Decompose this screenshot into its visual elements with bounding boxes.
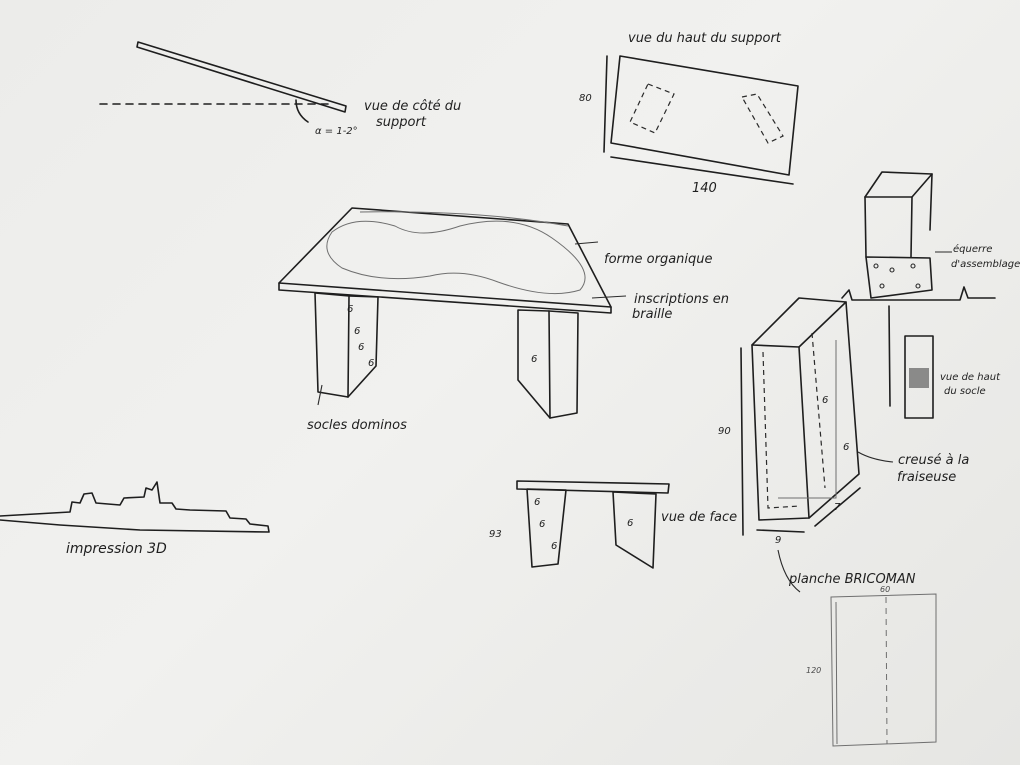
plank-height: 120 [806,666,821,675]
tabletop-edge [278,282,612,314]
plank-label: planche BRICOMAN [788,572,916,587]
domino-mark: 6 [627,518,633,529]
base-top-view-sketch: vue de haut du socle [904,335,1001,419]
domino-mark: 6 [368,358,374,369]
tabletop-pencil-shading [359,211,569,227]
base-depth: 7 [834,502,841,513]
domino-mark: 6 [354,326,360,337]
plank-width: 60 [880,585,890,594]
milling-label-1: creusé à la [898,453,969,468]
base-top-hatch [909,368,929,388]
base-top-label-1: vue de haut [940,372,1001,383]
base-block-top [751,297,847,348]
base-width: 9 [775,535,781,546]
left-base-face [347,295,379,398]
base-top-label-2: du socle [944,386,986,397]
bracket-ground-line [841,286,996,301]
base-depth-dimension [814,487,861,527]
bracket-box-sides [864,196,913,258]
table-sketch: 6 6 6 6 6 forme organique inscriptions e… [278,207,729,433]
base-axis-line [888,305,891,407]
top-view-sketch: vue du haut du support 80 140 [579,31,799,196]
domino-mark: 6 [358,342,364,353]
base-block-hidden-front [762,351,801,509]
domino-mark: 6 [843,442,849,453]
bracket-box-top [864,171,933,231]
base-block-side [808,301,860,519]
top-view-title: vue du haut du support [628,31,782,46]
domino-mark: 6 [531,354,537,365]
inclined-board [136,41,347,113]
side-view-label-2: support [376,115,427,130]
braille-leader [591,295,627,299]
bracket-plate [865,256,933,299]
top-view-slot-left [629,83,675,134]
front-view-label: vue de face [661,510,737,525]
bases-leader [317,384,323,406]
front-view-top [516,480,670,494]
plank-leader [777,549,801,593]
skyline-label: impression 3D [66,541,167,557]
plank-inner-edge [835,601,838,745]
base-block-front [751,344,810,521]
skyline-outline [0,481,270,533]
domino-mark: 6 [551,541,557,552]
tabletop [278,207,612,308]
domino-mark: 6 [822,395,828,406]
base-block-hidden-inner [811,332,826,489]
height-dimension-line [603,55,608,153]
plank-outline [830,593,937,747]
base-height-dimension [740,347,744,536]
base-height: 90 [718,426,731,437]
base-width-dimension [756,529,805,533]
front-view-right-base [612,491,657,569]
braille-label-2: braille [632,307,672,322]
base-block-pencil [778,340,837,499]
plank-cut-line [885,596,888,745]
top-view-height: 80 [579,93,592,104]
angle-label: α = 1-2° [315,126,358,137]
angle-arc [295,99,309,123]
organic-shape [326,220,586,295]
left-base-side [314,292,350,398]
right-base-face [548,310,579,419]
domino-mark: 6 [347,304,353,315]
bracket-box-edge [864,173,933,198]
bracket-hole [910,263,916,269]
front-view-left-base [526,488,567,568]
top-view-width: 140 [692,181,717,196]
side-view-label-1: vue de côté du [364,99,461,114]
top-view-rectangle [610,55,799,176]
milling-label-2: fraiseuse [897,470,956,485]
bracket-hole [879,283,885,289]
domino-mark: 6 [534,497,540,508]
bracket-sketch: équerre d'assemblage [841,171,1020,301]
bracket-hole [889,267,895,273]
front-view-height: 93 [489,529,502,540]
skyline-sketch: impression 3D [0,481,270,557]
base-top-rect [904,335,934,419]
bracket-hole [873,263,879,269]
domino-mark: 6 [539,519,545,530]
base-block-sketch: 6 6 90 9 7 creusé à la fraiseuse [718,297,969,546]
bracket-label-1: équerre [953,243,992,255]
width-dimension-line [610,156,794,185]
bracket-label-2: d'assemblage [951,259,1020,270]
organic-label: forme organique [604,252,713,267]
top-view-slot-right [741,93,784,144]
front-view-sketch: 6 6 6 6 93 vue de face [489,480,737,569]
milling-leader [857,451,894,463]
braille-label-1: inscriptions en [634,292,729,307]
plank-sketch: planche BRICOMAN 60 120 [777,549,937,747]
bases-label: socles dominos [307,418,407,433]
side-view-sketch: α = 1-2° vue de côté du support [99,41,461,137]
organic-leader [574,241,599,245]
bracket-hole [915,283,921,289]
